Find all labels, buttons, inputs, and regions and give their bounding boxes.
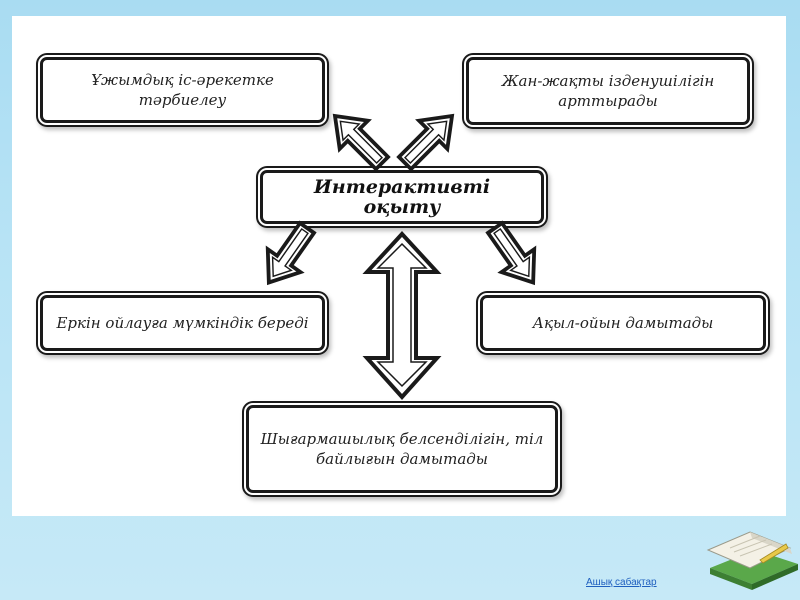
arrow-up-left xyxy=(318,99,399,180)
box-mid-left: Еркін ойлауға мүмкіндік береді xyxy=(40,295,325,351)
arrow-down-left xyxy=(250,214,326,296)
box-mid-right-label: Ақыл-ойын дамытады xyxy=(532,314,714,332)
box-top-right-label: Жан-жақты ізденушілігін арттырады xyxy=(501,72,715,110)
open-lessons-link[interactable]: Ашық сабақтар xyxy=(586,577,657,588)
box-top-right: Жан-жақты ізденушілігін арттырады xyxy=(466,57,750,125)
books-icon xyxy=(706,531,798,590)
box-bottom-label: Шығармашылық белсенділігін, тіл байлығын… xyxy=(260,430,544,468)
box-mid-right: Ақыл-ойын дамытады xyxy=(480,295,766,351)
box-top-left-label: Ұжымдық іс-әрекетке тәрбиелеу xyxy=(91,71,274,109)
arrow-down-right xyxy=(476,214,552,296)
box-bottom: Шығармашылық белсенділігін, тіл байлығын… xyxy=(246,405,558,493)
box-mid-left-label: Еркін ойлауға мүмкіндік береді xyxy=(56,314,309,332)
box-center-label: Интерактивті оқыту xyxy=(313,176,491,218)
box-center: Интерактивті оқыту xyxy=(260,170,544,224)
arrow-double-vertical xyxy=(362,231,442,400)
arrow-up-right xyxy=(388,99,469,180)
box-top-left: Ұжымдық іс-әрекетке тәрбиелеу xyxy=(40,57,325,123)
